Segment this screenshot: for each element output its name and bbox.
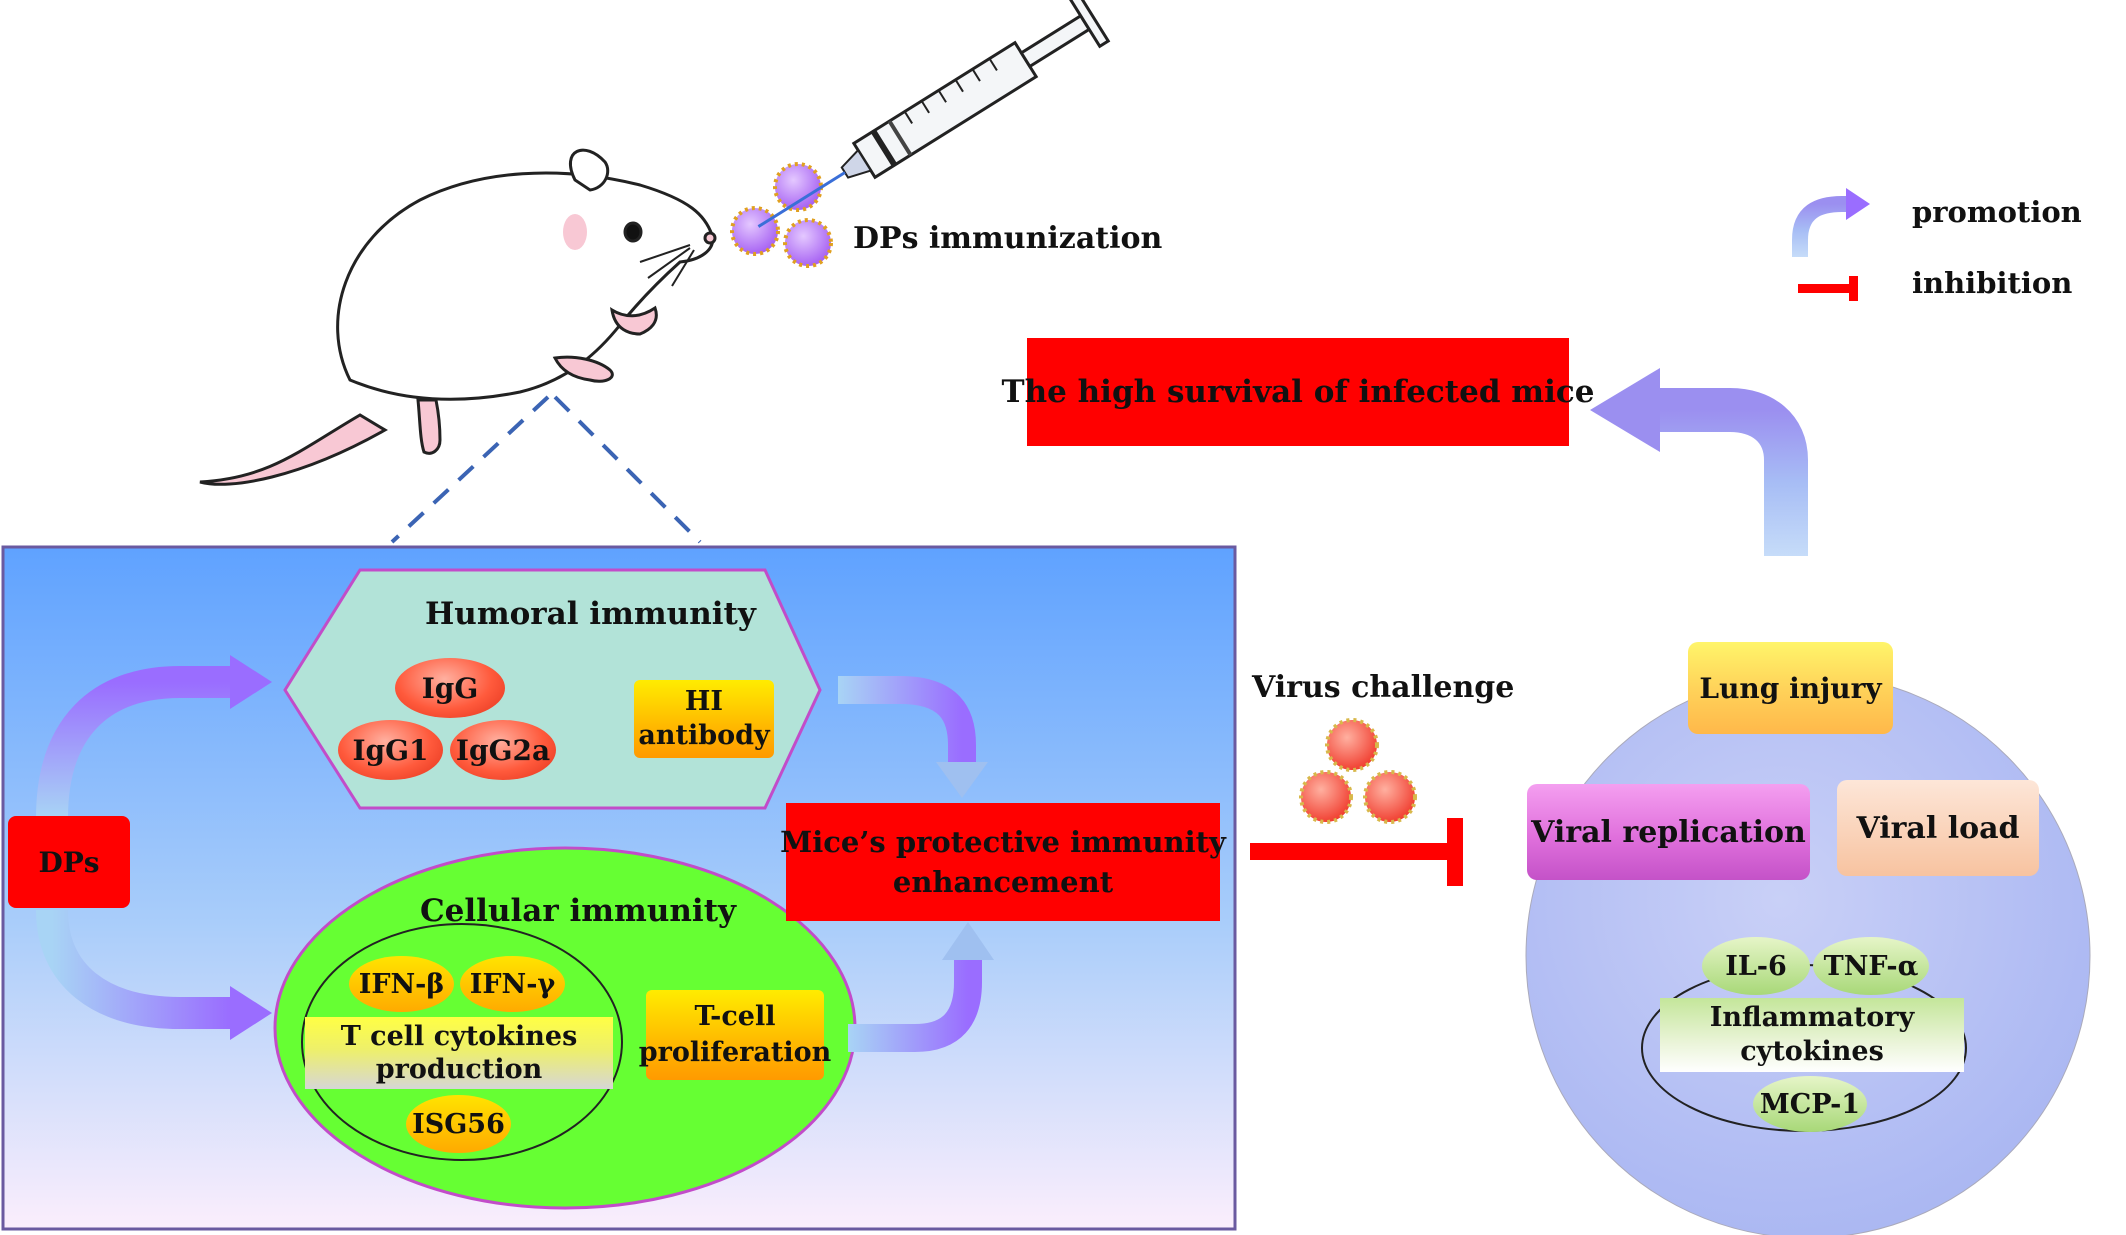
high-survival-label: The high survival of infected mice [1001,374,1595,410]
cytokine-inner-ellipse [301,923,623,1161]
hi-antibody-line1: HI [684,686,724,717]
virus-particle-icon [1299,718,1417,824]
inflammatory-cytokines-box: Inflammatory cytokines [1660,998,1964,1072]
tcell-cytokines-box: T cell cytokines production [305,1017,613,1089]
protective-immunity-box: Mice’s protective immunity enhancement [780,803,1226,921]
igg-label: IgG [421,671,479,705]
virus-challenge-label: Virus challenge [1252,670,1515,705]
legend-inhibition-label: inhibition [1912,266,2073,300]
dps-particle-icon [730,162,833,268]
tnf-alpha-pill: TNF-α [1813,937,1929,995]
high-survival-box: The high survival of infected mice [1002,338,1594,446]
viral-load-label: Viral load [1856,810,2020,846]
tcell-prolif-line1: T-cell [694,1001,776,1032]
ifn-beta-label: IFN-β [358,968,445,1000]
inflam-line1: Inflammatory [1709,1002,1915,1033]
inhibition-bar [1250,843,1456,860]
hi-antibody-line2: antibody [638,720,770,751]
dps-label: DPs [38,845,100,879]
ifn-gamma-pill: IFN-γ [460,956,565,1012]
legend-promotion-label: promotion [1912,195,2082,229]
igg1-label: IgG1 [352,733,429,767]
isg56-pill: ISG56 [406,1095,511,1153]
igg1-pill: IgG1 [338,720,443,780]
il6-label: IL-6 [1725,950,1787,982]
lung-injury-box: Lung injury [1688,642,1893,734]
cellular-immunity-title: Cellular immunity [420,893,737,929]
viral-replication-box: Viral replication [1527,784,1810,880]
hi-antibody-box: HI antibody [634,680,774,758]
ifn-gamma-label: IFN-γ [469,968,556,1000]
arrow-humoral-to-protective [936,762,988,798]
infection-circle [1525,673,2091,1235]
protective-line1: Mice’s protective immunity [780,825,1226,859]
arrow-to-humoral [230,655,272,709]
mouse-illustration [199,148,717,486]
mcp1-label: MCP-1 [1759,1088,1861,1120]
promotion-arrow-icon [1846,188,1870,220]
viral-load-box: Viral load [1837,780,2039,876]
viral-replication-label: Viral replication [1531,814,1806,850]
arrow-cellular-to-protective [942,922,994,960]
protective-line2: enhancement [892,865,1114,899]
arrow-to-cellular [230,986,272,1040]
tcell-prolif-line2: proliferation [638,1037,832,1068]
ifn-beta-pill: IFN-β [349,956,454,1012]
il6-pill: IL-6 [1702,937,1810,995]
tnf-alpha-label: TNF-α [1823,950,1919,982]
arrow-to-survival [1590,368,1660,452]
tcell-proliferation-box: T-cell proliferation [639,990,831,1080]
inflam-line2: cytokines [1740,1036,1884,1067]
mcp1-pill: MCP-1 [1753,1076,1867,1132]
dps-box: DPs [8,816,130,908]
isg56-label: ISG56 [412,1108,505,1140]
igg2a-label: IgG2a [455,733,551,767]
humoral-immunity-title: Humoral immunity [425,596,756,632]
inhibition-arrow-icon [1798,284,1850,293]
tcell-cytokines-line2: production [375,1054,543,1085]
inhibition-cap [1447,818,1463,886]
tcell-cytokines-line1: T cell cytokines [340,1021,578,1052]
dps-immunization-label: DPs immunization [853,221,1163,256]
igg2a-pill: IgG2a [450,720,556,780]
syringe-icon [757,0,1111,228]
lung-injury-label: Lung injury [1699,671,1882,705]
igg-pill: IgG [395,658,505,718]
